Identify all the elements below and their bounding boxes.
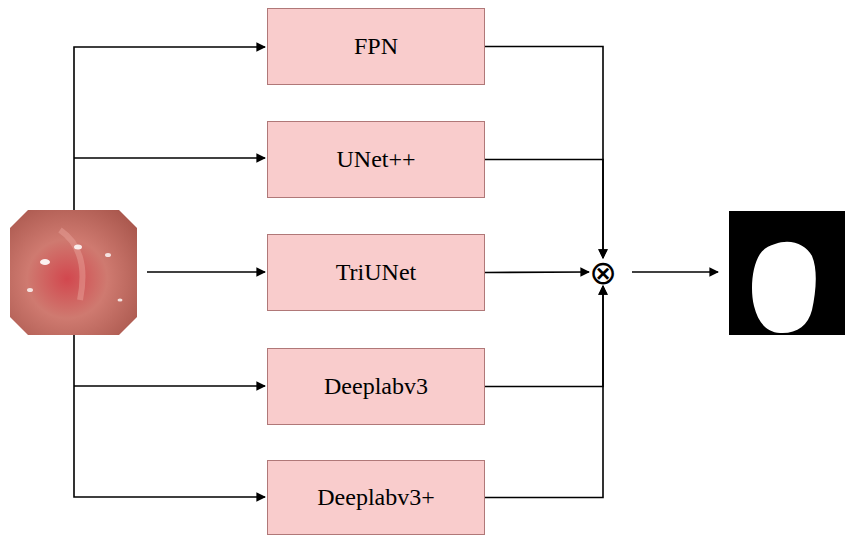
endoscopy-image bbox=[10, 210, 137, 335]
model-box: Deeplabv3+ bbox=[267, 460, 485, 535]
model-label: UNet++ bbox=[336, 146, 415, 173]
model-label: Deeplabv3 bbox=[324, 373, 428, 400]
model-box: UNet++ bbox=[267, 121, 485, 198]
connector bbox=[485, 47, 603, 259]
connector bbox=[485, 286, 603, 387]
input-wires bbox=[74, 47, 265, 497]
model-label: Deeplabv3+ bbox=[317, 484, 435, 511]
operator-symbol: ⊗ bbox=[589, 256, 617, 289]
connector bbox=[485, 286, 603, 498]
model-box: Deeplabv3 bbox=[267, 348, 485, 425]
model-label: FPN bbox=[354, 33, 398, 60]
connector bbox=[485, 160, 603, 259]
connector bbox=[485, 271, 589, 273]
segmentation-mask bbox=[729, 211, 845, 335]
model-box: FPN bbox=[267, 8, 485, 85]
model-label: TriUNet bbox=[336, 259, 416, 286]
model-box: TriUNet bbox=[267, 234, 485, 311]
output-wire bbox=[632, 271, 718, 273]
fusion-operator: ⊗ bbox=[589, 258, 617, 286]
